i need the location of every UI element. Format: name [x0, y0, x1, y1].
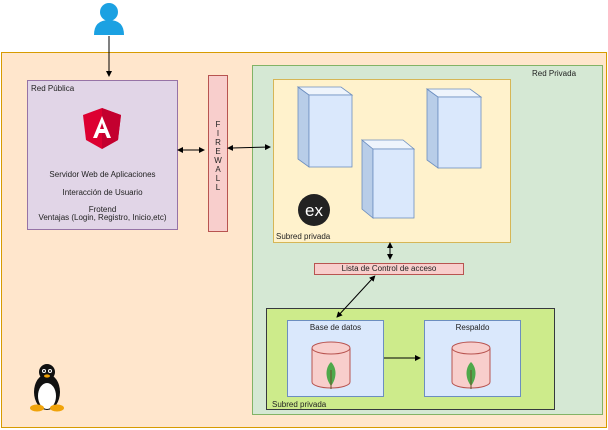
firewall-letter: A	[215, 165, 221, 174]
acl-box	[314, 263, 464, 275]
firewall-letter: R	[215, 138, 221, 147]
public-network-zone	[27, 80, 178, 230]
server-cube-icon	[296, 86, 354, 168]
connector-firewall-private	[227, 144, 271, 151]
acl-label: Lista de Control de acceso	[341, 264, 437, 273]
subnet-top-label: Subred privada	[276, 232, 331, 241]
firewall-letter: L	[215, 183, 221, 192]
firewall-letter: I	[216, 129, 220, 138]
server-cube-icon	[360, 139, 416, 219]
server-cube-icon	[425, 88, 483, 169]
user-icon	[94, 3, 124, 35]
firewall-letter: W	[214, 156, 222, 165]
web-server-line1: Servidor Web de Aplicaciones	[49, 170, 156, 179]
linux-penguin-icon	[30, 364, 64, 412]
web-server-line2: Interacción de Usuario	[62, 188, 143, 197]
backup-label: Respaldo	[455, 323, 490, 332]
firewall-label: F I R E W A L L	[208, 120, 228, 192]
subnet-bottom-label: Subred privada	[272, 400, 327, 409]
express-icon: ex	[298, 194, 330, 226]
database-label: Base de datos	[309, 323, 362, 332]
web-server-line3: Frotend	[88, 205, 117, 214]
connector-acl-database	[336, 275, 376, 318]
web-server-line4: Ventajas (Login, Registro, Inicio,etc)	[38, 213, 167, 222]
public-network-label: Red Pública	[31, 84, 75, 93]
mongodb-leaf-icon	[466, 362, 476, 389]
private-network-label: Red Privada	[532, 69, 577, 78]
firewall-box	[208, 75, 228, 232]
mongodb-leaf-icon	[326, 362, 336, 389]
svg-text:ex: ex	[305, 201, 323, 220]
angular-icon	[83, 108, 121, 149]
firewall-letter: E	[215, 147, 221, 156]
firewall-letter: L	[215, 174, 221, 183]
firewall-letter: F	[215, 120, 221, 129]
